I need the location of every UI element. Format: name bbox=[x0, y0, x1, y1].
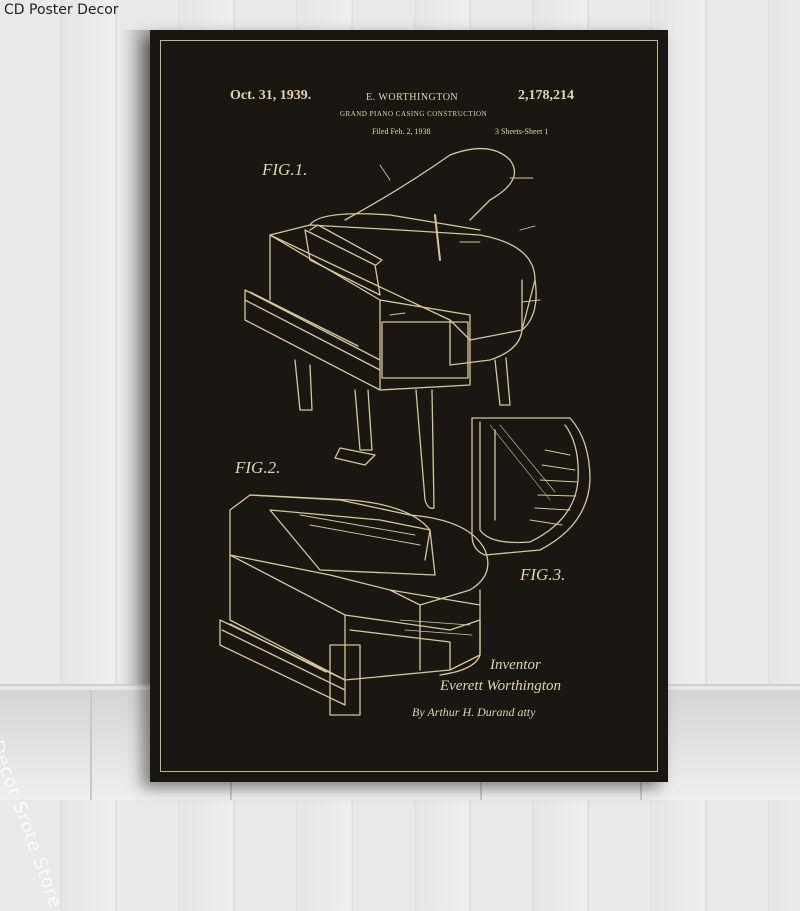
fig1-label: FIG.1. bbox=[262, 160, 308, 179]
fig2-piano-drawing bbox=[219, 494, 489, 716]
patent-sheets: 3 Sheets-Sheet 1 bbox=[495, 127, 549, 136]
patent-poster: Oct. 31, 1939. E. WORTHINGTON 2,178,214 … bbox=[150, 30, 668, 782]
patent-title: GRAND PIANO CASING CONSTRUCTION bbox=[340, 110, 488, 118]
poster-frame bbox=[160, 40, 658, 772]
patent-inventor: E. WORTHINGTON bbox=[366, 92, 459, 103]
brand-watermark: CD Poster Decor bbox=[4, 2, 119, 18]
patent-filed: Filed Feb. 2, 1938 bbox=[372, 127, 431, 136]
inventor-role: Inventor bbox=[490, 657, 541, 673]
attorney-signature: By Arthur H. Durand atty bbox=[412, 705, 536, 719]
fig3-rim-drawing bbox=[471, 417, 591, 556]
fig3-label: FIG.3. bbox=[520, 565, 566, 584]
patent-date: Oct. 31, 1939. bbox=[230, 88, 312, 103]
inventor-signature: Everett Worthington bbox=[440, 678, 561, 694]
fig2-label: FIG.2. bbox=[235, 458, 281, 477]
patent-number: 2,178,214 bbox=[518, 88, 574, 103]
fig1-piano-drawing bbox=[244, 147, 541, 509]
piano-drawings bbox=[219, 147, 591, 716]
